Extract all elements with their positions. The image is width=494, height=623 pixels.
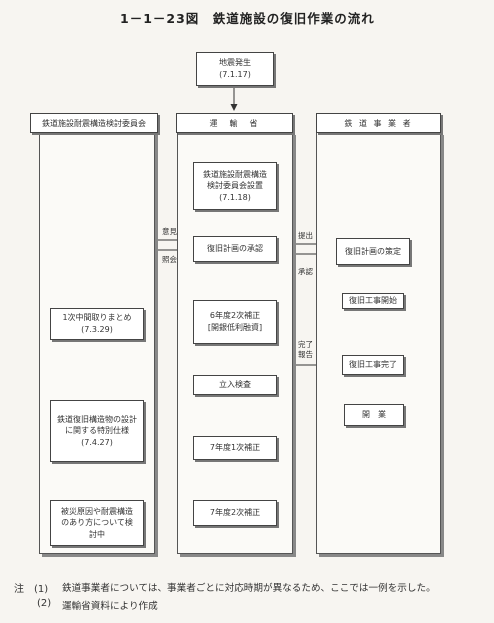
box-budget-7-1: 7年度1次補正: [193, 436, 277, 460]
header-operators: 鉄 道 事 業 者: [316, 113, 441, 133]
box-opening: 開 業: [344, 404, 404, 426]
note-1-text: 鉄道事業者については、事業者ごとに対応時期が異なるため、ここでは一例を示した。: [62, 583, 436, 594]
start-box: 地震発生 (7.1.17): [196, 52, 274, 86]
label-opinion: 意見: [162, 227, 177, 236]
label-approve: 承認: [298, 267, 313, 276]
box-inspection: 立入検査: [193, 375, 277, 395]
box-work-start: 復旧工事開始: [342, 293, 404, 309]
label-submit: 提出: [298, 231, 313, 240]
label-report: 完了 報告: [298, 340, 313, 359]
box-plan-drafting: 復旧計画の策定: [336, 238, 410, 265]
note-2-text: 運輸省資料により作成: [62, 601, 158, 612]
note-2-mark: (2): [37, 598, 52, 609]
box-under-study: 被災原因や耐震構造 のあり方について検 討中: [50, 500, 144, 546]
box-budget-7-2: 7年度2次補正: [193, 500, 277, 526]
note-1-mark: 注 (1): [14, 584, 49, 595]
page-title: 1－1－23図 鉄道施設の復旧作業の流れ: [120, 11, 375, 26]
box-work-complete: 復旧工事完了: [342, 355, 404, 375]
box-plan-approval: 復旧計画の承認: [193, 236, 277, 262]
box-interim-summary: 1次中間取りまとめ (7.3.29): [50, 308, 144, 340]
header-committee: 鉄道施設耐震構造検討委員会: [30, 113, 158, 133]
column-operators: [316, 132, 441, 554]
header-ministry: 運 輸 省: [176, 113, 293, 133]
box-committee-setup: 鉄道施設耐震構造 検討委員会設置 (7.1.18): [193, 162, 277, 210]
column-committee: [39, 132, 155, 554]
box-special-spec: 鉄道復旧構造物の設計 に関する特別仕様 (7.4.27): [50, 400, 144, 462]
label-consult: 照会: [162, 255, 177, 264]
box-budget-6-2: 6年度2次補正 [開銀低利融資]: [193, 300, 277, 344]
